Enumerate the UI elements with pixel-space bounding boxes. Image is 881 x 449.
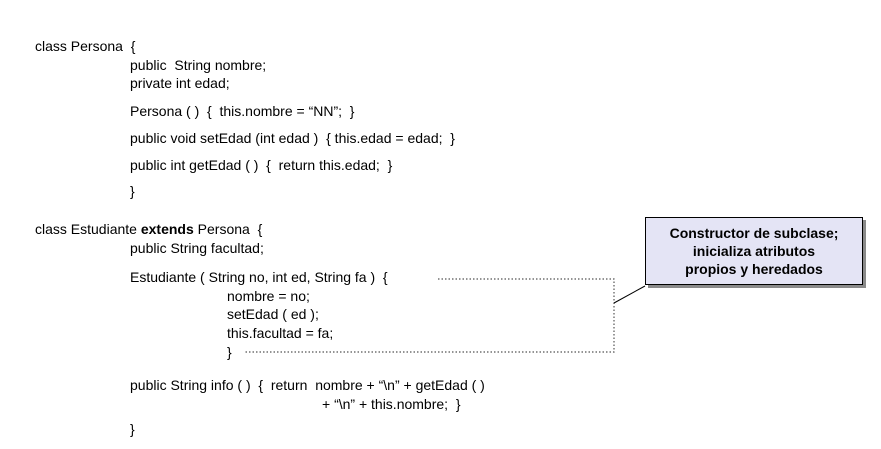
persona-method-getedad: public int getEdad ( ) { return this.eda… [130,157,393,173]
persona-field-nombre: public String nombre; [130,57,267,73]
estudiante-field-facultad: public String facultad; [130,240,264,256]
estudiante-header-prefix: class Estudiante [35,221,141,237]
persona-field-edad: private int edad; [130,75,230,91]
estudiante-class-close: } [130,421,135,437]
callout-pointer-line [613,285,646,304]
subclass-constructor-callout: Constructor de subclase; inicializa atri… [645,217,863,285]
persona-class-header: class Persona { [35,38,136,54]
callout-line-1: Constructor de subclase; [669,225,839,241]
estudiante-method-info-line1: public String info ( ) { return nombre +… [130,377,485,393]
persona-class-close: } [130,183,135,199]
estudiante-ctor-line-nombre: nombre = no; [227,288,310,304]
persona-method-setedad: public void setEdad (int edad ) { this.e… [130,130,455,146]
estudiante-ctor-close: } [227,344,232,360]
callout-line-3: propios y heredados [685,261,823,277]
extends-keyword: extends [140,221,194,237]
estudiante-ctor-line-facultad: this.facultad = fa; [227,325,334,341]
estudiante-constructor-signature: Estudiante ( String no, int ed, String f… [130,269,388,285]
estudiante-ctor-line-setedad: setEdad ( ed ); [227,306,319,322]
estudiante-class-header: class Estudiante extends Persona { [35,221,262,237]
estudiante-method-info-line2: + “\n” + this.nombre; } [322,396,461,412]
persona-constructor: Persona ( ) { this.nombre = “NN”; } [130,103,355,119]
estudiante-header-suffix: Persona { [193,221,263,237]
callout-line-2: inicializa atributos [692,243,816,259]
